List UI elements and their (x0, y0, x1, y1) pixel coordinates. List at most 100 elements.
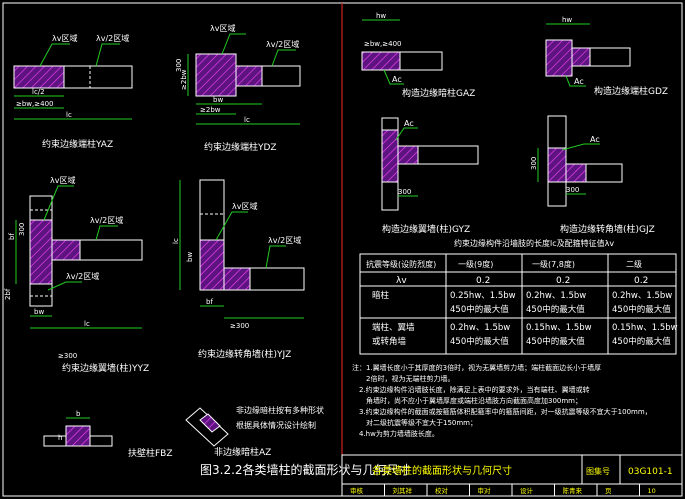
table-header-1: 一级(9度) (458, 259, 493, 269)
yjz-zone-a: λv区域 (232, 201, 257, 211)
note-line: 注：1.翼墙长度小于其厚度的3倍时，视为无翼墙剪力墙；端柱截面边长小于墙厚 (352, 363, 601, 372)
ydz-figure: λv区域 λv/2区域 ≥2bw 300 bw ≥2bw lc 约束边缘端柱YD… (175, 23, 301, 153)
yyz-figure: λv区域 λv/2区域 λv/2区域 bf 300 2bf bw lc ≥300… (4, 175, 149, 374)
figure-caption: 图3.2.2各类墙柱的截面形状与几何尺寸 (200, 462, 411, 477)
table-header-0: 抗震等级(设防烈度) (366, 259, 436, 269)
yaz-name: 约束边缘端柱YAZ (42, 138, 113, 150)
fbz-dim-b: b (76, 410, 81, 418)
table-cell: 暗柱 (372, 290, 390, 301)
yjz-figure: λv区域 λv/2区域 lc bw bf ≥300 约束边缘转角墙(柱)YJZ (172, 179, 305, 360)
table-cell: 0.2hw、1.5bw (526, 291, 586, 301)
titleblock-title: 各类墙柱的截面形状与几何尺寸 (372, 464, 512, 477)
gyz-dim-300: 300 (398, 188, 411, 196)
yaz-zone-a: λv区域 (52, 33, 77, 43)
table-cell: 端柱、翼墙 (372, 322, 415, 333)
titleblock-cell: 校对 (435, 486, 449, 495)
yaz-zone-b: λv/2区域 (96, 33, 129, 43)
gjz-figure: Ac 300 300 构造边缘转角墙(柱)GJZ (530, 115, 655, 235)
yjz-dim-bf: bf (206, 298, 213, 306)
note-line: 3.约束边缘构件的截面或按箍筋体积配箍率中的箍筋间距，对一级抗震等级不宜大于10… (352, 407, 652, 416)
gaz-ac: Ac (392, 75, 402, 84)
yyz-dim-bf: bf (8, 233, 16, 240)
yaz-dim-l2: lc/2 (32, 88, 45, 96)
table-cell: 450中的最大值 (612, 304, 671, 315)
yaz-dim-bw: ≥bw,≥400 (16, 100, 54, 108)
ydz-dim-side: ≥2bw (180, 69, 188, 90)
title-block: 各类墙柱的截面形状与几何尺寸 图集号 03G101-1 审核刘其祥校对审对设计陈… (341, 454, 683, 497)
note-line: 2.约束边缘构件沿墙肢长度，除满足上表中的要求外，当有端柱、翼墙或转 (352, 385, 590, 394)
gjz-dim-300b: 300 (566, 186, 579, 194)
ydz-name: 约束边缘端柱YDZ (204, 141, 277, 153)
yyz-name: 约束边缘翼墙(柱)YYZ (62, 362, 149, 374)
gdz-name: 构造边缘端柱GDZ (594, 85, 668, 97)
table-cell: 0.15hw、1.5bw (612, 323, 678, 333)
note-line: 角墙时，尚不应小于翼墙厚度或端柱沿墙肢方向截面高度加300mm； (352, 396, 582, 405)
yjz-dim-lc: lc (172, 238, 180, 244)
gjz-name: 构造边缘转角墙(柱)GJZ (560, 223, 655, 235)
titleblock-cell: 刘其祥 (393, 486, 413, 495)
yyz-dim-lc: lc (84, 320, 90, 328)
yyz-dim-2bf: 2bf (4, 288, 12, 300)
titleblock-cell: 审对 (478, 486, 492, 495)
titleblock-cell: 页 (605, 487, 612, 495)
titleblock-cell: 陈青来 (563, 486, 583, 495)
table-title: 约束边缘构件沿墙肢的长度lc及配箍特征值λv (454, 238, 614, 248)
az-figure: 非边缘暗柱按有多种形状 根据具体情况设计绘制 非边缘暗柱AZ (185, 405, 324, 458)
table-cell: 450中的最大值 (612, 336, 671, 347)
gaz-dim-top: hw (376, 12, 386, 20)
gaz-name: 构造边缘暗柱GAZ (402, 87, 475, 99)
titleblock-atlas-no: 03G101-1 (628, 467, 673, 477)
ydz-zone-b: λv/2区域 (266, 39, 299, 49)
yyz-dim-300: 300 (18, 223, 26, 236)
az-name: 非边缘暗柱AZ (214, 446, 271, 458)
note-line: 2倍时，视为无端柱剪力墙。 (352, 374, 454, 383)
table-cell: 450中的最大值 (526, 336, 585, 347)
ydz-dim-bw: bw (213, 96, 223, 104)
yjz-dim-300: ≥300 (230, 322, 249, 330)
ydz-dim-300: 300 (175, 59, 183, 72)
table-cell: 0.15hw、1.5bw (526, 323, 592, 333)
fbz-dim-h: h (58, 434, 62, 442)
gdz-dim-top: hw (562, 16, 572, 24)
gaz-figure: hw ≥bw,≥400 Ac 构造边缘暗柱GAZ (361, 12, 475, 99)
table-cell: 450中的最大值 (450, 336, 509, 347)
ydz-dim-bottom: ≥2bw (200, 106, 221, 114)
lc-table: 约束边缘构件沿墙肢的长度lc及配箍特征值λv 抗震等级(设防烈度) 一级(9度)… (359, 238, 678, 355)
table-cell: 0.25hw、1.5bw (450, 291, 516, 301)
table-cell: 或转角墙 (372, 336, 407, 347)
yyz-dim-300b: ≥300 (58, 352, 77, 360)
az-note-2: 根据具体情况设计绘制 (236, 420, 316, 430)
table-cell: 0.2hw、1.5bw (612, 291, 672, 301)
table-cell: 0.2 (634, 276, 648, 286)
notes-block: 注：1.翼墙长度小于其厚度的3倍时，视为无翼墙剪力墙；端柱截面边长小于墙厚 2倍… (352, 363, 652, 438)
fbz-name: 扶壁柱FBZ (128, 447, 173, 459)
yaz-figure: λv区域 λv/2区域 lc/2 ≥bw,≥400 lc 约束边缘端柱YAZ (13, 33, 133, 150)
table-cell: 0.2 (476, 276, 490, 286)
note-line: 4.hw为剪力墙墙肢长度。 (352, 429, 439, 438)
yjz-zone-b: λv/2区域 (268, 235, 301, 245)
ydz-zone-a: λv区域 (210, 23, 235, 33)
yyz-zone-a: λv区域 (50, 175, 75, 185)
gaz-dim-bw: ≥bw,≥400 (364, 40, 402, 48)
table-cell: λv (396, 276, 407, 286)
az-note-1: 非边缘暗柱按有多种形状 (236, 405, 324, 415)
gyz-name: 构造边缘翼墙(柱)GYZ (382, 223, 470, 235)
titleblock-cell: 10 (648, 487, 656, 495)
yaz-hatch-zone (13, 65, 65, 89)
fbz-figure: b h 扶壁柱FBZ (43, 410, 173, 459)
yjz-name: 约束边缘转角墙(柱)YJZ (198, 348, 291, 360)
titleblock-cell: 审核 (350, 486, 364, 495)
titleblock-atlas-label: 图集号 (586, 466, 610, 476)
table-cell: 0.2 (556, 276, 570, 286)
table-cell: 450中的最大值 (450, 304, 509, 315)
gdz-ac: Ac (574, 77, 584, 86)
gdz-figure: hw Ac 构造边缘端柱GDZ (545, 16, 668, 97)
gjz-dim-300: 300 (530, 157, 538, 170)
gyz-figure: Ac 300 构造边缘翼墙(柱)GYZ (381, 117, 479, 235)
table-header-3: 二级 (626, 259, 642, 269)
table-cell: 450中的最大值 (526, 304, 585, 315)
gyz-ac: Ac (404, 119, 414, 128)
yjz-dim-bw: bw (186, 252, 194, 262)
yaz-dim-lc: lc (66, 111, 72, 119)
